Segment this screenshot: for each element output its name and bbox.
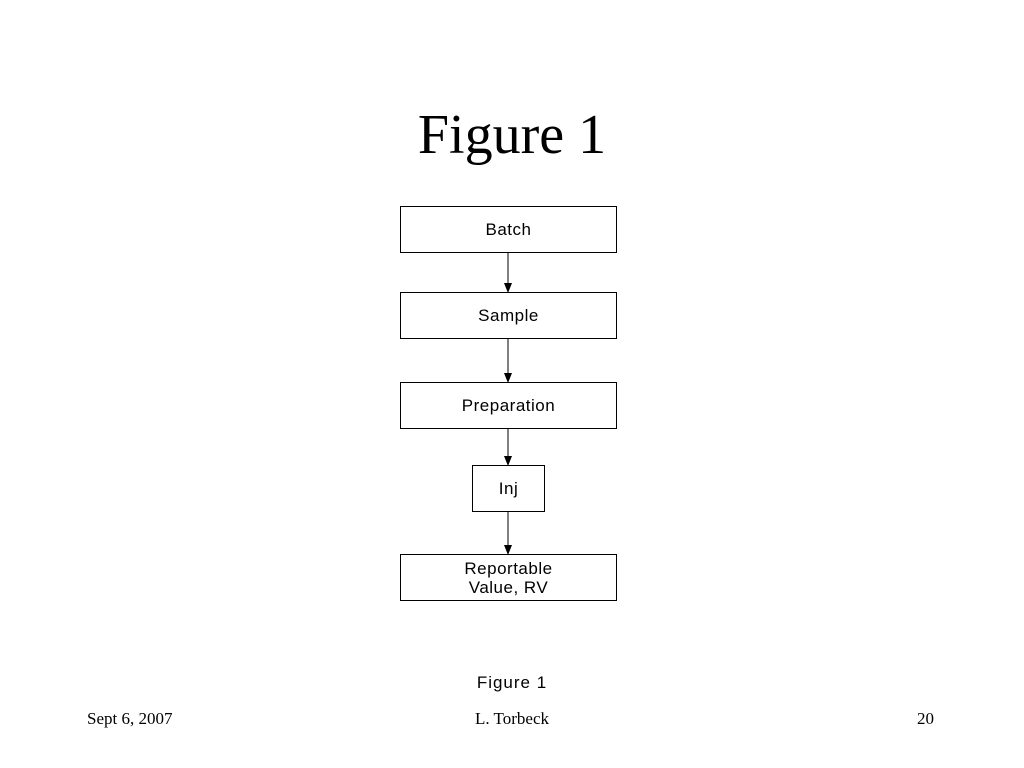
slide-title: Figure 1 bbox=[417, 104, 607, 166]
footer-page-number: 20 bbox=[917, 709, 934, 728]
figure-caption: Figure 1 bbox=[476, 673, 548, 692]
flow-node-inj: Inj bbox=[472, 465, 545, 512]
footer-date: Sept 6, 2007 bbox=[87, 709, 173, 728]
footer-author: L. Torbeck bbox=[474, 709, 550, 728]
flow-node-batch: Batch bbox=[400, 206, 617, 253]
flow-node-sample: Sample bbox=[400, 292, 617, 339]
